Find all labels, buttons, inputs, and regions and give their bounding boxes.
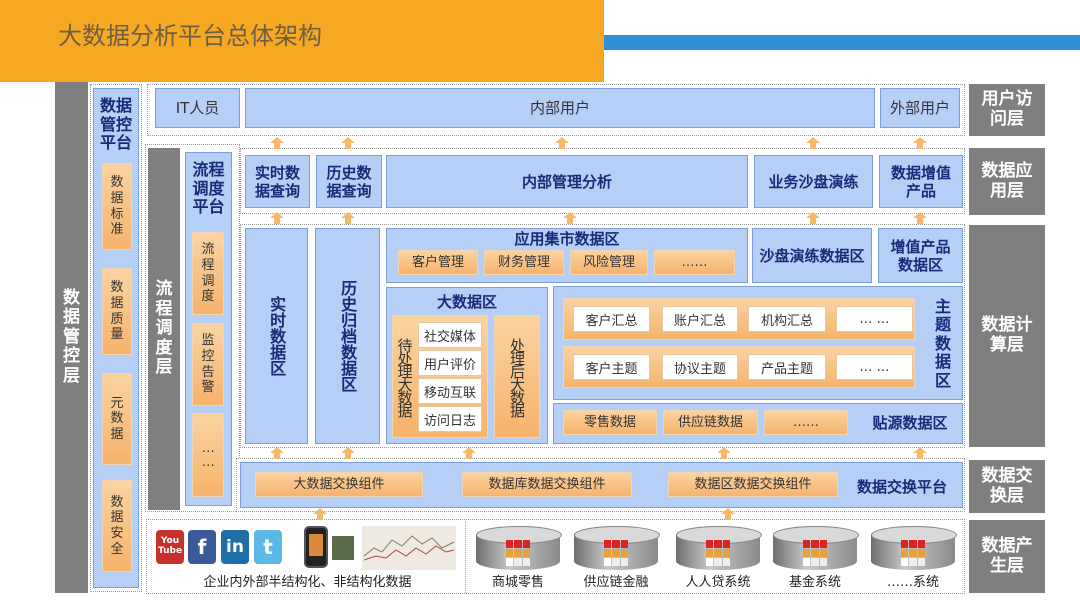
exchange-component[interactable]: 数据区数据交换组件	[668, 472, 838, 497]
up-arrow-icon	[555, 137, 569, 149]
exchange-component[interactable]: 数据库数据交换组件	[462, 472, 632, 497]
scheduling-item[interactable]: 流程调度	[192, 232, 224, 315]
mobile-phone-icon	[304, 526, 328, 568]
bigdata-pending-item[interactable]: 社交媒体	[418, 322, 482, 348]
up-arrow-icon	[721, 508, 735, 520]
unstructured-data-label: 企业内外部半结构化、非结构化数据	[203, 574, 412, 590]
bigdata-pending-item[interactable]: 访问日志	[418, 406, 482, 432]
layer-label-app: 数据应用层	[969, 148, 1045, 215]
database-icon	[773, 526, 859, 572]
source-system-label: 商城零售	[491, 574, 544, 590]
layer-label-compute: 数据计算层	[969, 225, 1045, 447]
subject-item[interactable]: 客户主题	[573, 354, 650, 380]
up-arrow-icon	[270, 447, 284, 459]
database-icon	[574, 526, 660, 572]
subject-item[interactable]: 客户汇总	[573, 306, 650, 332]
youtube-icon: You Tube	[156, 530, 184, 564]
source-system-label: ……系统	[886, 574, 939, 590]
up-arrow-icon	[806, 212, 820, 224]
device-icon	[332, 536, 354, 560]
app-history-query[interactable]: 历史数据查询	[316, 155, 382, 208]
linkedin-icon: in	[221, 530, 249, 564]
up-arrow-icon	[341, 212, 355, 224]
mart-item[interactable]: 客户管理	[398, 250, 478, 275]
subject-item[interactable]: … …	[836, 354, 913, 380]
scheduling-item[interactable]: ……	[192, 413, 224, 497]
exchange-component[interactable]: 大数据交换组件	[255, 472, 423, 497]
bigdata-processed[interactable]: 处理后大数据	[494, 315, 540, 438]
up-arrow-icon	[563, 212, 577, 224]
trend-chart-image	[362, 526, 456, 570]
header-banner	[0, 0, 604, 82]
bigdata-title: 大数据区	[436, 292, 497, 311]
up-arrow-icon	[913, 447, 927, 459]
source-area-title: 贴源数据区	[872, 414, 948, 432]
compute-sandbox-area[interactable]: 沙盘演练数据区	[752, 228, 872, 283]
source-system-label: 供应链金融	[583, 574, 649, 590]
up-arrow-icon	[341, 137, 355, 149]
source-area-item[interactable]: 零售数据	[563, 410, 657, 435]
layer-label-scheduling: 流程调度层	[148, 148, 180, 510]
mart-title: 应用集市数据区	[514, 229, 620, 248]
source-area-item[interactable]: 供应链数据	[663, 410, 758, 435]
governance-platform-title: 数据管控平台	[99, 96, 132, 153]
subject-item[interactable]: 账户汇总	[662, 306, 738, 332]
user-external[interactable]: 外部用户	[880, 88, 960, 128]
subject-title: 主题数据区	[935, 297, 952, 390]
scheduling-platform-title: 流程调度平台	[192, 160, 225, 217]
bigdata-pending-item[interactable]: 用户评价	[418, 350, 482, 376]
header-stripe	[604, 35, 1080, 50]
source-divider	[465, 521, 466, 593]
twitter-icon: t	[254, 530, 282, 564]
compute-realtime-area[interactable]: 实时数据区	[245, 228, 308, 444]
mart-item[interactable]: ……	[654, 250, 735, 275]
governance-item[interactable]: 元数据	[102, 373, 132, 465]
up-arrow-icon	[806, 137, 820, 149]
app-internal-analysis[interactable]: 内部管理分析	[386, 155, 748, 208]
up-arrow-icon	[270, 212, 284, 224]
layer-label-exchange: 数据交换层	[969, 460, 1045, 513]
scheduling-item[interactable]: 监控告警	[192, 323, 224, 406]
source-system-label: 人人贷系统	[685, 574, 751, 590]
bigdata-pending-item[interactable]: 移动互联	[418, 378, 482, 404]
app-value-added-products[interactable]: 数据增值产品	[879, 155, 963, 208]
exchange-title: 数据交换平台	[856, 477, 947, 496]
compute-archive-area[interactable]: 历史归档数据区	[315, 228, 380, 444]
subject-item[interactable]: 产品主题	[748, 354, 826, 380]
subject-item[interactable]: 机构汇总	[748, 306, 826, 332]
app-realtime-query[interactable]: 实时数据查询	[245, 155, 310, 208]
database-icon	[676, 526, 762, 572]
up-arrow-icon	[341, 447, 355, 459]
up-arrow-icon	[270, 137, 284, 149]
up-arrow-icon	[913, 212, 927, 224]
subject-item[interactable]: 协议主题	[662, 354, 738, 380]
mart-item[interactable]: 风险管理	[570, 250, 648, 275]
up-arrow-icon	[313, 508, 327, 520]
source-system-label: 基金系统	[788, 574, 841, 590]
layer-label-user: 用户访问层	[969, 84, 1045, 136]
bigdata-pending-label: 待处理大数据	[395, 337, 414, 416]
up-arrow-icon	[913, 137, 927, 149]
database-icon	[476, 526, 562, 572]
compute-value-added-area[interactable]: 增值产品数据区	[878, 228, 963, 283]
subject-item[interactable]: … …	[836, 306, 913, 332]
mart-item[interactable]: 财务管理	[484, 250, 564, 275]
source-area-item[interactable]: ……	[764, 410, 848, 435]
user-it-staff[interactable]: IT人员	[155, 88, 240, 128]
app-business-sandbox[interactable]: 业务沙盘演练	[754, 155, 873, 208]
up-arrow-icon	[462, 447, 476, 459]
up-arrow-icon	[717, 447, 731, 459]
facebook-icon: f	[188, 530, 216, 564]
governance-item[interactable]: 数据标准	[102, 163, 132, 250]
page-title: 大数据分析平台总体架构	[58, 22, 322, 50]
user-internal[interactable]: 内部用户	[245, 88, 875, 128]
governance-item[interactable]: 数据安全	[102, 480, 132, 572]
layer-label-source: 数据产生层	[969, 520, 1045, 593]
governance-item[interactable]: 数据质量	[102, 268, 132, 355]
layer-label-governance: 数据管控层	[55, 82, 88, 593]
database-icon	[871, 526, 957, 572]
